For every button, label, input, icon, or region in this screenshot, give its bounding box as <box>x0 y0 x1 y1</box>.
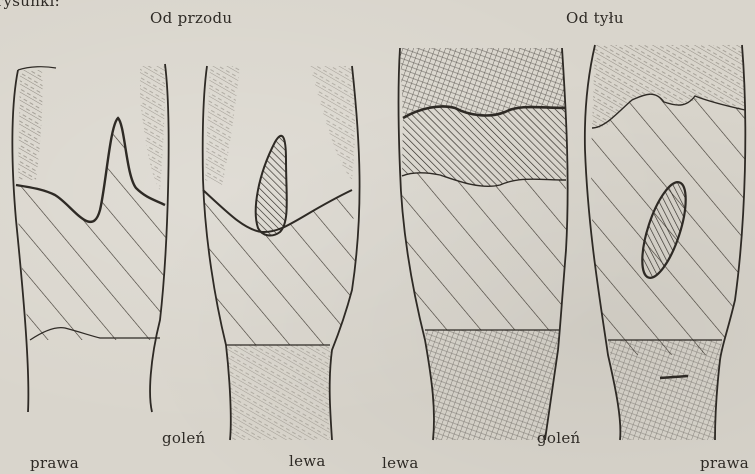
front-view-heading: Od przodu <box>150 9 232 27</box>
back-view-heading: Od tyłu <box>566 9 624 27</box>
cut-off-caption-text: rysunki: <box>0 0 60 10</box>
figure-front-left-leg <box>203 66 360 440</box>
golen-label-front: goleń <box>162 429 205 447</box>
lewa-label-front: lewa <box>289 452 326 470</box>
figure-back-right-leg <box>585 45 745 440</box>
prawa-label-back: prawa <box>700 454 749 472</box>
prawa-label-front: prawa <box>30 454 79 472</box>
figure-back-left-leg <box>399 48 569 440</box>
figure-front-right-leg <box>12 64 168 412</box>
lewa-label-back: lewa <box>382 454 419 472</box>
golen-label-back: goleń <box>537 429 580 447</box>
